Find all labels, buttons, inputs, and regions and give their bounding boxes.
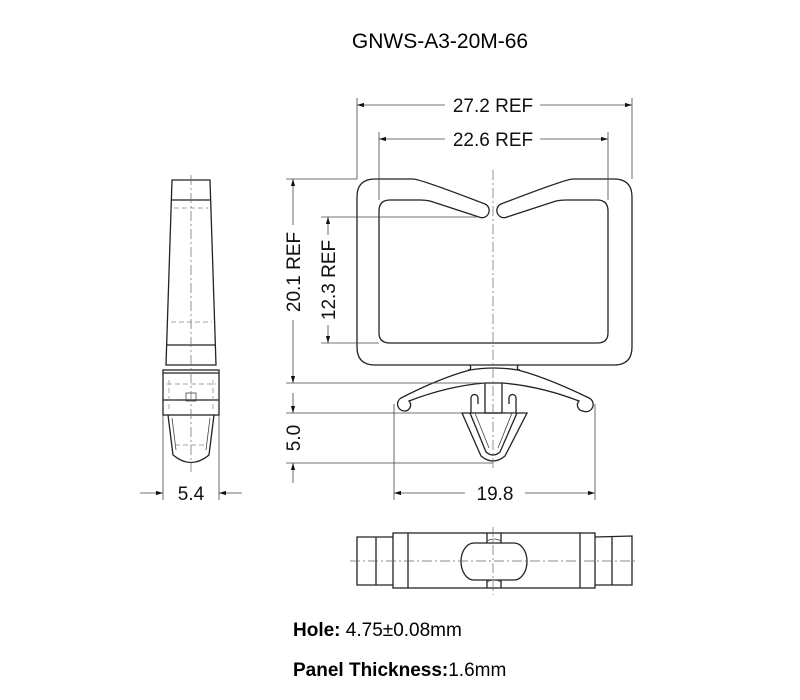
hole-note: Hole: 4.75±0.08mm bbox=[293, 620, 462, 642]
side-view bbox=[162, 175, 220, 472]
dim-overall-height: 20.1 REF bbox=[284, 232, 305, 312]
dimension-lines bbox=[140, 98, 633, 500]
dim-clip-height: 5.0 bbox=[284, 425, 305, 451]
hole-label: Hole: bbox=[293, 620, 341, 641]
clip-cone bbox=[461, 412, 529, 462]
panel-thickness-value: 1.6mm bbox=[448, 660, 507, 681]
wing bbox=[396, 367, 594, 413]
dim-inner-height: 12.3 REF bbox=[319, 240, 340, 320]
frame-outline bbox=[356, 178, 633, 366]
front-view bbox=[356, 170, 633, 470]
drawing-title: GNWS-A3-20M-66 bbox=[351, 30, 529, 53]
dim-overall-width: 27.2 REF bbox=[453, 96, 533, 117]
dim-side-thickness: 5.4 bbox=[178, 484, 205, 505]
panel-thickness-label: Panel Thickness: bbox=[293, 660, 449, 681]
dim-inner-width: 22.6 REF bbox=[453, 130, 533, 151]
panel-thickness-note: Panel Thickness:1.6mm bbox=[293, 660, 506, 682]
dim-wing-width: 19.8 bbox=[477, 484, 514, 505]
stem bbox=[484, 383, 503, 414]
hole-value: 4.75±0.08mm bbox=[345, 620, 462, 641]
clip-arms bbox=[470, 393, 517, 413]
bottom-view bbox=[350, 527, 638, 595]
